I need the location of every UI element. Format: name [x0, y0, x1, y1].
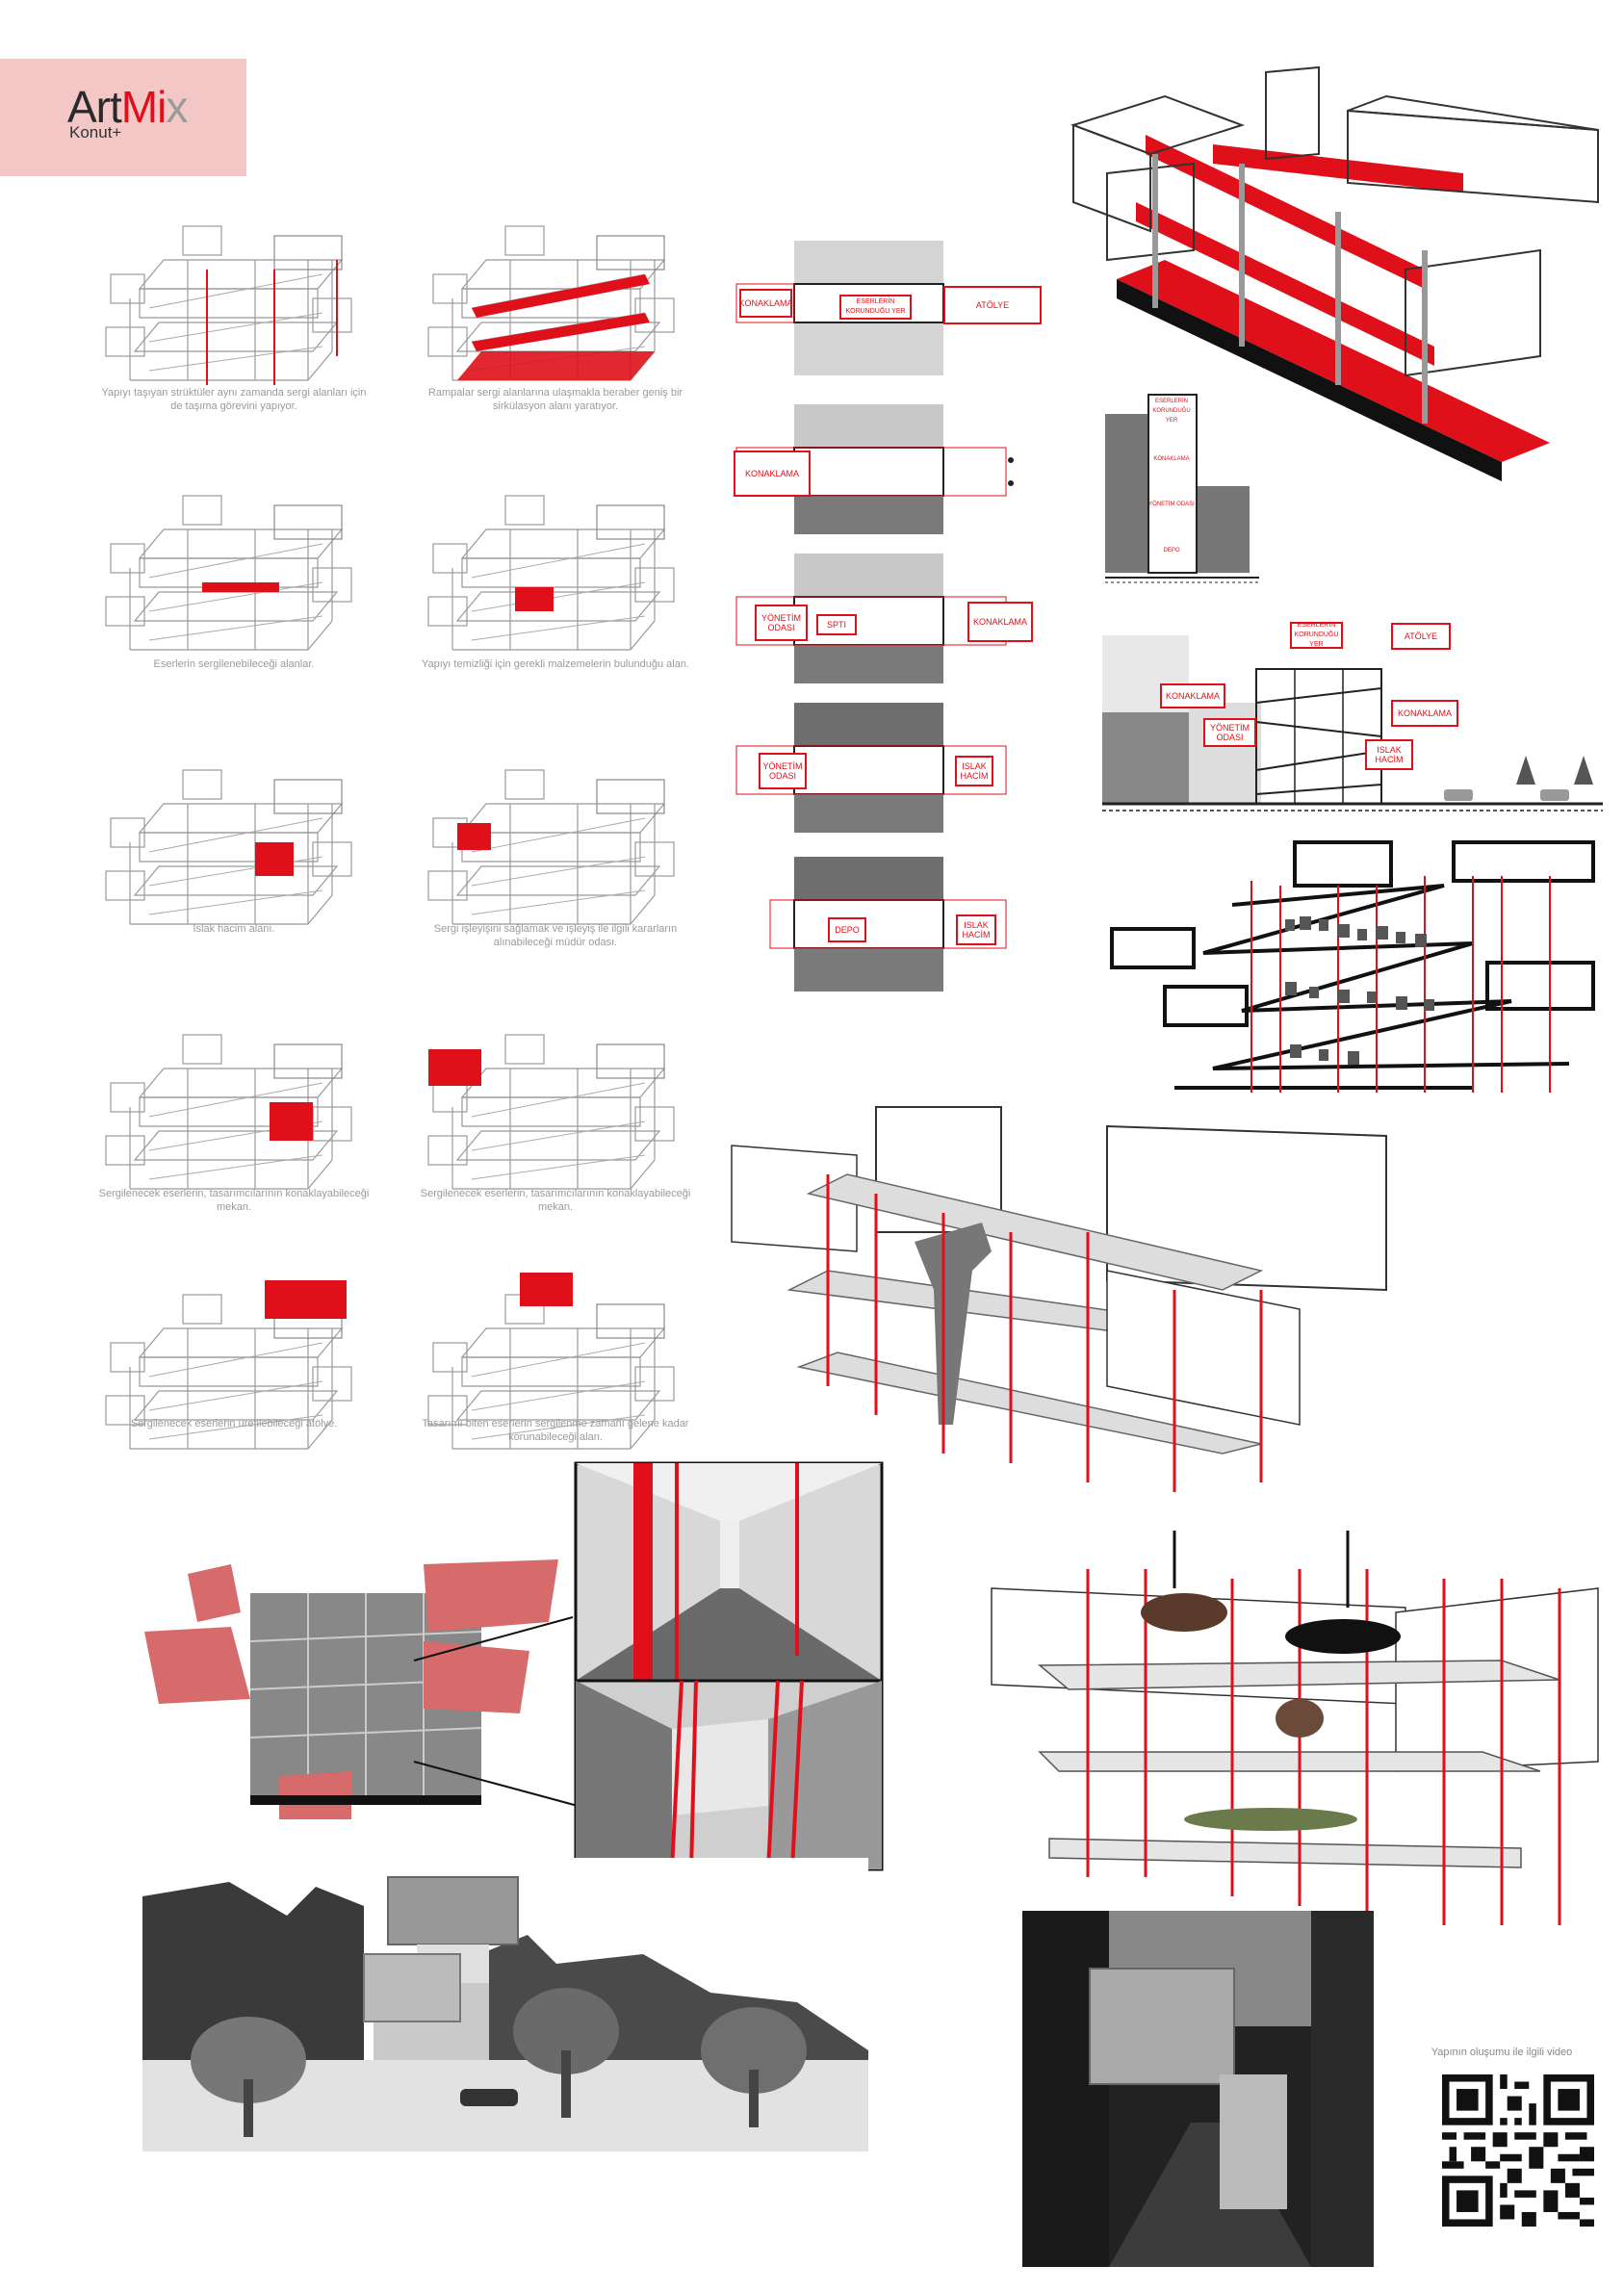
axo-diagram-6	[427, 769, 675, 925]
axo-diagram-8	[427, 1034, 675, 1190]
plan3-yonetim: YÖNETİM ODASI	[755, 605, 808, 641]
axo-diagram-7	[105, 1034, 352, 1190]
caption-director: Sergi işleyişini sağlamak ve işleyiş ile…	[433, 923, 678, 948]
axo-diagram-5	[105, 769, 352, 925]
axo-diagram-9	[105, 1280, 352, 1450]
large-section	[1102, 635, 1603, 811]
animals-perspective	[991, 1531, 1599, 1925]
large-axonometric	[1070, 65, 1599, 481]
qr-code[interactable]	[1442, 2070, 1594, 2231]
section-atolye: ATÖLYE	[1391, 623, 1451, 650]
logo-mi-text: Mi	[120, 82, 168, 132]
section-small-korunan: ESERLERİN KORUNDUĞU YER	[1152, 399, 1191, 424]
section-small-konaklama: KONAKLAMA	[1153, 456, 1190, 462]
plan2-konaklama: KONAKLAMA	[734, 451, 811, 497]
axo-diagram-10	[427, 1273, 675, 1450]
axo-diagram-3	[105, 495, 352, 651]
caption-accommodation-2: Sergilenecek eserlerin, tasarımcılarının…	[420, 1188, 691, 1213]
axo-diagram-1	[105, 225, 352, 385]
small-section	[1105, 394, 1259, 583]
callout-lines	[413, 1616, 593, 1811]
caption-storage: Tasarımı biten eserlerin sergilenme zama…	[422, 1418, 689, 1443]
axo-diagram-2	[427, 225, 675, 381]
caption-accommodation-1: Sergilenecek eserlerin, tasarımcılarının…	[98, 1188, 370, 1213]
logo: ArtMix	[67, 81, 188, 133]
qr-caption: Yapının oluşumu ile ilgili video	[1431, 2047, 1573, 2058]
caption-cleaning: Yapıyı temizliği için gerekli malzemeler…	[422, 658, 689, 670]
interior-view-2	[574, 1679, 884, 1871]
exhibition-section	[1110, 840, 1595, 1093]
interior-view-1	[574, 1461, 884, 1683]
plan5-islak: ISLAK HACİM	[956, 914, 996, 945]
alley-render	[1022, 1911, 1374, 2267]
caption-wet-area: Islak hacim alanı.	[193, 923, 275, 935]
plan4-yonetim: YÖNETİM ODASI	[759, 753, 807, 789]
logo-art-text: Art	[67, 82, 122, 132]
exterior-render	[142, 1858, 868, 2151]
caption-structure: Yapıyı taşıyan strüktüler aynı zamanda s…	[101, 387, 367, 412]
plan1-konaklama: KONAKLAMA	[738, 289, 793, 318]
plan1-atolye: ATÖLYE	[943, 286, 1042, 324]
section-konaklama-left: KONAKLAMA	[1160, 683, 1225, 708]
section-korunan: ESERLERİN KORUNDUĞU YER	[1290, 622, 1343, 649]
section-small-depo: DEPO	[1163, 548, 1180, 554]
section-konaklama-right: KONAKLAMA	[1391, 700, 1458, 727]
caption-exhibition-areas: Eserlerin sergilenebileceği alanlar.	[153, 658, 315, 670]
caption-ramps: Rampalar sergi alanlarına ulaşmakla bera…	[427, 387, 683, 412]
plan3-spti: SPTI	[816, 614, 857, 635]
plan3-konaklama: KONAKLAMA	[967, 602, 1033, 642]
axo-diagram-4	[427, 495, 675, 651]
section-islak: ISLAK HACİM	[1365, 739, 1413, 770]
logo-x-text: x	[166, 82, 188, 132]
giraffe-perspective	[731, 1106, 1387, 1492]
plan1-korunan: ESERLERİN KORUNDUĞU YER	[839, 295, 912, 320]
logo-subtitle: Konut+	[69, 123, 122, 142]
plan5-depo: DEPO	[828, 917, 866, 942]
logo-background	[0, 59, 246, 176]
plan4-islak: ISLAK HACİM	[955, 756, 993, 786]
caption-workshop: Sergilenecek eserlerin üretilebileceği a…	[130, 1418, 338, 1429]
section-yonetim: YÖNETİM ODASI	[1203, 718, 1256, 747]
section-small-yonetim: YÖNETİM ODASI	[1148, 502, 1195, 507]
